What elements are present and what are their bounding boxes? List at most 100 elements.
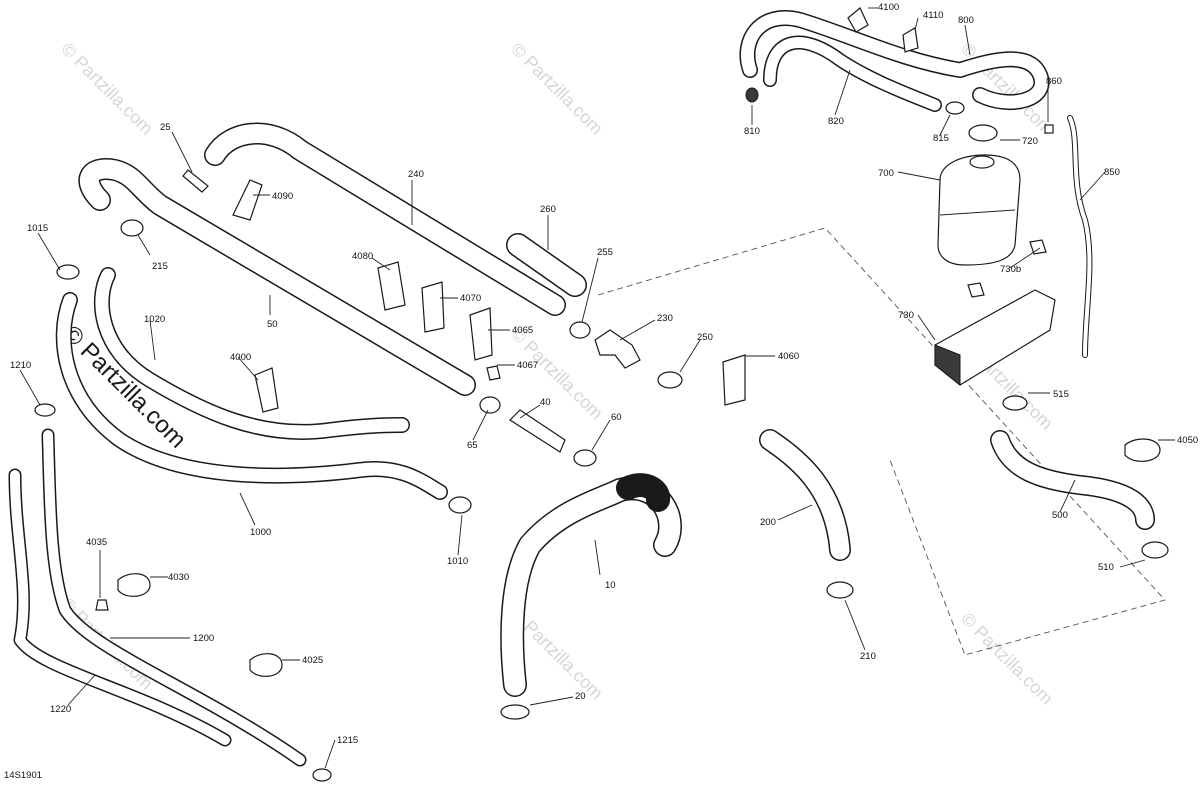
label-4070: 4070 xyxy=(460,293,481,304)
watermark: © Partzilla.com xyxy=(57,39,157,139)
fitting-4067 xyxy=(486,365,501,381)
label-510: 510 xyxy=(1098,562,1114,573)
clamp-1215 xyxy=(312,768,332,782)
clamp-1210 xyxy=(34,403,56,417)
watermark: © Partzilla.com xyxy=(957,609,1057,709)
hose-820 xyxy=(763,35,942,112)
label-25: 25 xyxy=(160,122,171,133)
fitting-730c xyxy=(967,282,985,298)
label-4060: 4060 xyxy=(778,351,799,362)
label-65: 65 xyxy=(467,440,478,451)
watermark: © Partzilla.com xyxy=(507,39,607,139)
label-1215: 1215 xyxy=(337,735,358,746)
clamp-810 xyxy=(745,87,759,103)
strap-4050 xyxy=(1124,438,1161,462)
hose-1020 xyxy=(94,267,410,440)
label-40: 40 xyxy=(540,397,551,408)
strap-4080 xyxy=(377,261,406,311)
label-20: 20 xyxy=(575,691,586,702)
label-210: 210 xyxy=(860,651,876,662)
fitting-4035 xyxy=(95,599,109,611)
label-500: 500 xyxy=(1052,510,1068,521)
label-4080: 4080 xyxy=(352,251,373,262)
clamp-250 xyxy=(657,371,683,389)
connector-40 xyxy=(509,409,566,453)
label-4065: 4065 xyxy=(512,325,533,336)
label-10: 10 xyxy=(605,580,616,591)
label-230: 230 xyxy=(657,313,673,324)
clamp-215 xyxy=(120,219,144,237)
hose-200 xyxy=(759,429,851,561)
label-200: 200 xyxy=(760,517,776,528)
fitting-730b xyxy=(1029,239,1047,255)
label-50: 50 xyxy=(267,319,278,330)
clip-860 xyxy=(1044,124,1054,134)
clamp-1015 xyxy=(56,264,80,280)
label-1200: 1200 xyxy=(193,633,214,644)
clamp-510 xyxy=(1141,541,1169,559)
cap-720 xyxy=(968,124,998,142)
fittings xyxy=(509,329,641,453)
strap-4030 xyxy=(117,573,151,597)
label-1000: 1000 xyxy=(250,527,271,538)
clamps xyxy=(34,87,1169,782)
label-850: 850 xyxy=(1104,167,1120,178)
reservoir-700 xyxy=(937,154,1021,266)
label-4110: 4110 xyxy=(923,10,943,21)
label-255: 255 xyxy=(597,247,613,258)
label-730b: 730b xyxy=(1000,264,1021,275)
tee-230 xyxy=(594,329,641,369)
label-700: 700 xyxy=(878,168,894,179)
label-4050: 4050 xyxy=(1177,435,1198,446)
clamp-60 xyxy=(573,449,597,467)
strap-4110 xyxy=(902,27,919,53)
leader-lines xyxy=(19,7,1175,769)
label-4000: 4000 xyxy=(230,352,251,363)
strap-4000 xyxy=(254,367,279,413)
label-4025: 4025 xyxy=(302,655,323,666)
label-1010: 1010 xyxy=(447,556,468,567)
hose-850 xyxy=(1067,115,1093,358)
label-4035: 4035 xyxy=(86,537,107,548)
label-1015: 1015 xyxy=(27,223,48,234)
label-720: 720 xyxy=(1022,136,1038,147)
strap-ties xyxy=(117,7,1161,677)
hose-260 xyxy=(506,233,587,297)
label-1020: 1020 xyxy=(144,314,165,325)
drawing-id: 14S1901 xyxy=(4,770,42,781)
label-815: 815 xyxy=(933,133,949,144)
hose-500 xyxy=(990,430,1155,530)
hose-1220 xyxy=(8,468,232,747)
label-800: 800 xyxy=(958,15,974,26)
label-810: 810 xyxy=(744,126,760,137)
label-215: 215 xyxy=(152,261,168,272)
strap-4060 xyxy=(722,354,746,406)
hose-1000 xyxy=(55,292,448,500)
assembly-outline xyxy=(597,227,1166,656)
clamp-210 xyxy=(826,581,854,599)
label-4100: 4100 xyxy=(878,2,899,13)
strap-4025 xyxy=(249,653,283,677)
part-labels: 25 4090 240 215 50 1015 1020 4000 4080 4… xyxy=(10,2,1198,746)
label-4090: 4090 xyxy=(272,191,293,202)
hose-10 xyxy=(500,473,682,697)
label-860: 860 xyxy=(1046,76,1062,87)
clamp-1010 xyxy=(448,496,472,514)
label-240: 240 xyxy=(408,169,424,180)
clamp-815 xyxy=(945,101,965,115)
hoses xyxy=(8,10,1155,767)
label-820: 820 xyxy=(828,116,844,127)
strap-4090 xyxy=(232,179,263,221)
clamp-515 xyxy=(1002,395,1028,411)
clamp-25 xyxy=(182,169,209,193)
clamp-20 xyxy=(500,704,530,720)
strap-4100 xyxy=(847,7,869,33)
label-260: 260 xyxy=(540,204,556,215)
label-4030: 4030 xyxy=(168,572,189,583)
label-1210: 1210 xyxy=(10,360,31,371)
watermarks: © Partzilla.com © Partzilla.com © Partzi… xyxy=(57,39,1057,709)
label-4067: 4067 xyxy=(517,360,538,371)
strap-4070 xyxy=(421,281,445,333)
watermark: © Partzilla.com xyxy=(507,324,607,424)
